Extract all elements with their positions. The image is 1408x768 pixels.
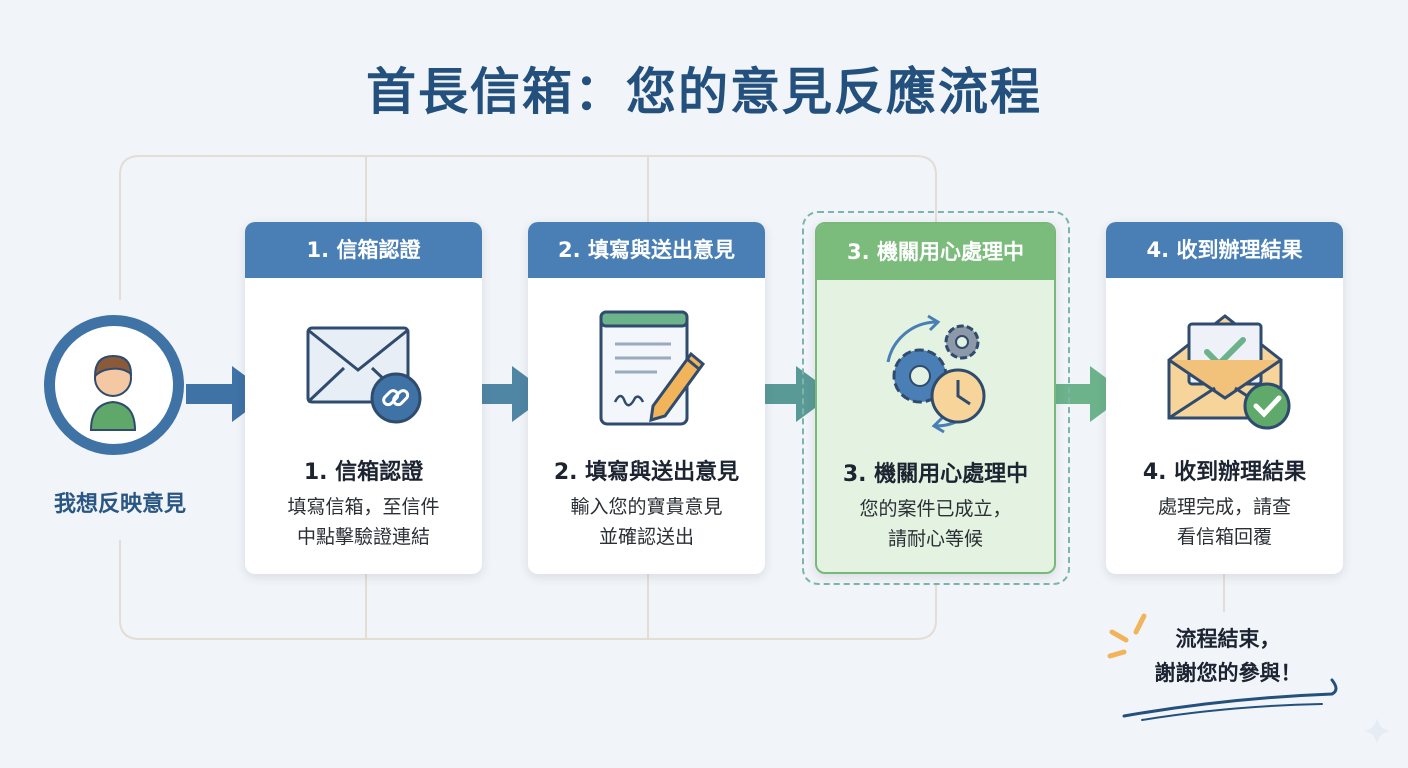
step-description: 輸入您的寶貴意見 並確認送出	[570, 496, 723, 548]
step-header: 3. 機關用心處理中	[817, 224, 1054, 280]
end-message: 流程結束， 謝謝您的參與！	[1154, 627, 1302, 685]
highlight-frame	[802, 211, 1070, 585]
step-title: 1. 信箱認證	[303, 460, 424, 485]
star-sparkle-icon	[1364, 718, 1390, 744]
step-description: 填寫信箱，至信件 中點擊驗證連結	[287, 496, 440, 548]
envelope-link-icon	[306, 326, 421, 424]
arrow-right-icon	[750, 366, 834, 422]
step-title: 3. 機關用心處理中	[842, 462, 1029, 487]
person-icon	[89, 354, 137, 431]
user-avatar	[44, 315, 184, 455]
step-header: 2. 填寫與送出意見	[528, 222, 765, 278]
gears-clock-icon	[886, 314, 985, 434]
underline-swoosh-icon	[1122, 678, 1338, 721]
start-label: 我想反映意見	[53, 492, 186, 517]
step-title: 2. 填寫與送出意見	[553, 460, 740, 485]
page-title: 首長信箱：您的意見反應流程	[366, 63, 1042, 121]
step-header: 4. 收到辦理結果	[1106, 222, 1343, 278]
step-description: 處理完成，請查 看信箱回覆	[1157, 496, 1291, 548]
step-card-3: 3. 機關用心處理中 3. 機關用心處理中 您的案件已成立， 請耐心等候	[815, 222, 1056, 574]
step-header: 1. 信箱認證	[245, 222, 482, 278]
step-card-4: 4. 收到辦理結果 4. 收到辦理結果 處理完成，請查 看信箱回覆	[1106, 222, 1343, 574]
step-card-2: 2. 填寫與送出意見 2. 填寫與送出意見 輸入您的寶貴意見 並確認送出	[528, 222, 765, 574]
open-envelope-check-icon	[1167, 314, 1290, 430]
step-description: 您的案件已成立， 請耐心等候	[859, 498, 1012, 550]
step-card-1: 1. 信箱認證 1. 信箱認證 填寫信箱，至信件 中點擊驗證連結	[245, 222, 482, 574]
sparkle-accent-icon	[1107, 613, 1147, 659]
form-pen-icon	[599, 310, 705, 426]
step-title: 4. 收到辦理結果	[1142, 460, 1307, 485]
